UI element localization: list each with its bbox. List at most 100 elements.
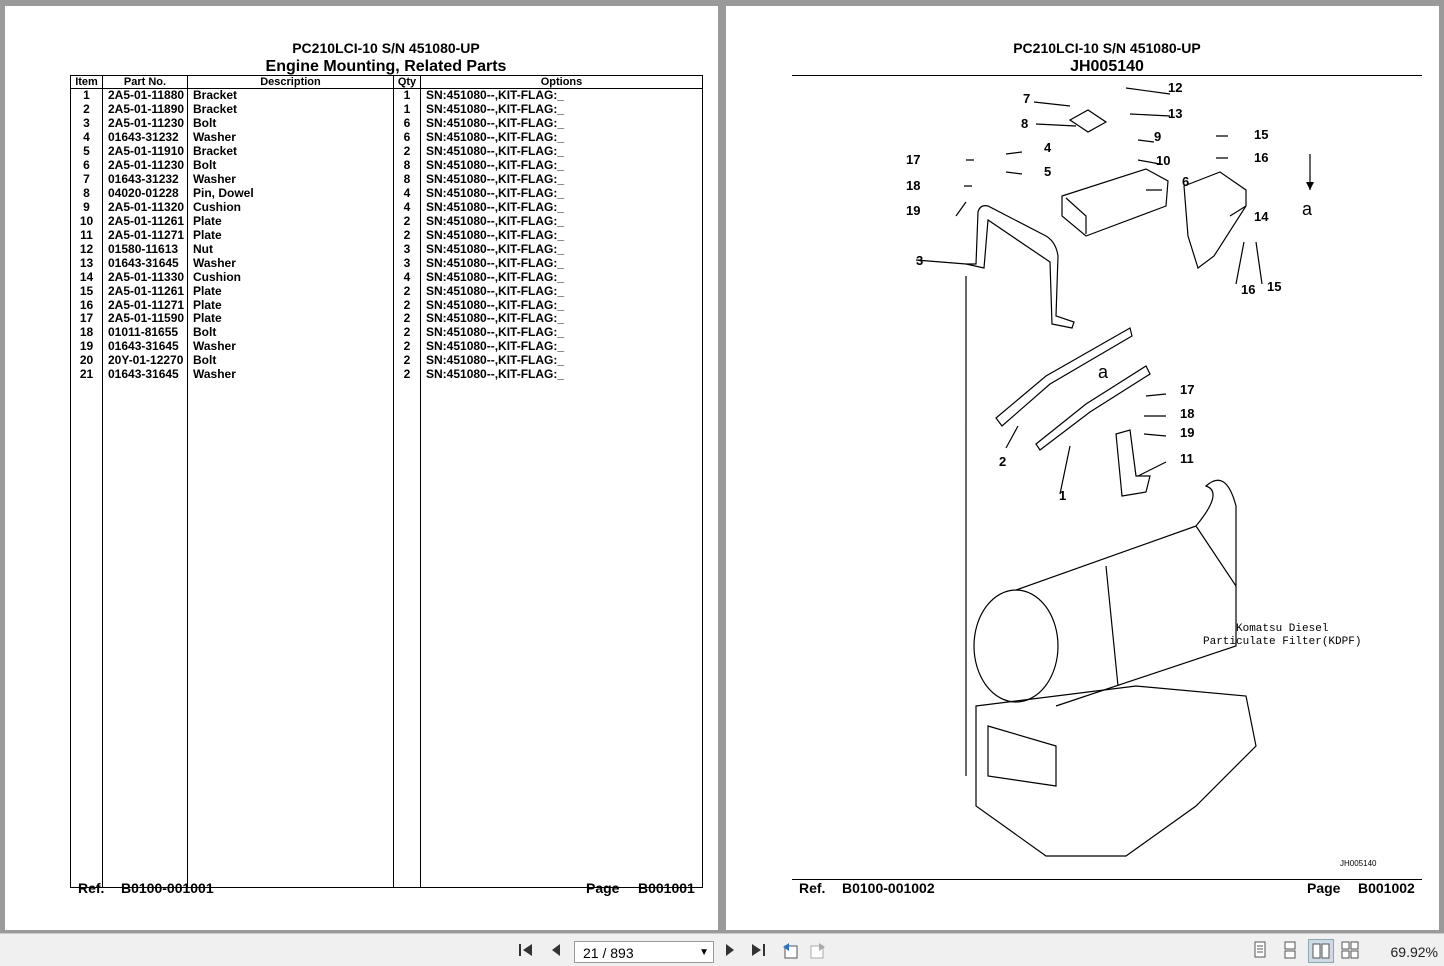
cell-options: SN:451080--,KIT-FLAG:_	[420, 270, 703, 285]
cell-description: Cushion	[187, 200, 394, 215]
cell-item-number: 13	[70, 256, 103, 271]
col-header-part-no: Part No.	[102, 75, 188, 89]
cell-description: Pin, Dowel	[187, 186, 394, 201]
callout-17: 17	[906, 152, 920, 167]
cell-part-number: 01643-31232	[102, 172, 188, 187]
footer-divider	[792, 879, 1422, 880]
cell-quantity: 6	[393, 130, 421, 145]
cell-part-number: 2A5-01-11330	[102, 270, 188, 285]
cell-part-number: 01011-81655	[102, 325, 188, 340]
cell-part-number: 01643-31645	[102, 339, 188, 354]
cell-description: Plate	[187, 312, 394, 326]
single-page-icon	[1254, 941, 1266, 958]
cell-description: Plate	[187, 298, 394, 312]
cell-options: SN:451080--,KIT-FLAG:_	[420, 116, 703, 131]
cell-item-number: 1	[70, 88, 103, 103]
cell-description: Plate	[187, 284, 394, 299]
cell-part-number: 2A5-01-11890	[102, 102, 188, 117]
callout-16b: 16	[1241, 282, 1255, 297]
cell-options: SN:451080--,KIT-FLAG:_	[420, 339, 703, 354]
cell-options: SN:451080--,KIT-FLAG:_	[420, 284, 703, 299]
col-header-description: Description	[187, 75, 394, 89]
continuous-facing-view-button[interactable]	[1340, 940, 1360, 960]
cell-item-number: 12	[70, 242, 103, 257]
chevron-down-icon[interactable]: ▼	[699, 947, 709, 958]
col-header-options: Options	[420, 75, 703, 89]
cell-part-number: 20Y-01-12270	[102, 353, 188, 368]
cell-item-number: 16	[70, 298, 103, 312]
back-view-button[interactable]	[780, 940, 800, 960]
empty-cell	[393, 381, 421, 888]
cell-quantity: 3	[393, 256, 421, 271]
first-page-button[interactable]	[516, 940, 536, 960]
cell-item-number: 17	[70, 312, 103, 326]
cell-part-number: 01643-31232	[102, 130, 188, 145]
right-ref-label: Ref.	[799, 880, 826, 896]
cell-quantity: 6	[393, 116, 421, 131]
cell-options: SN:451080--,KIT-FLAG:_	[420, 256, 703, 271]
continuous-view-button[interactable]	[1280, 940, 1300, 960]
cell-options: SN:451080--,KIT-FLAG:_	[420, 144, 703, 159]
callout-10: 10	[1156, 153, 1170, 168]
cell-description: Plate	[187, 214, 394, 229]
single-page-view-button[interactable]	[1250, 940, 1270, 960]
cell-item-number: 3	[70, 116, 103, 131]
cell-part-number: 2A5-01-11271	[102, 298, 188, 312]
callout-16: 16	[1254, 150, 1268, 165]
callout-13: 13	[1168, 106, 1182, 121]
right-page-model-title: PC210LCI-10 S/N 451080-UP	[1013, 40, 1201, 56]
cell-quantity: 2	[393, 228, 421, 243]
callout-3: 3	[916, 253, 923, 268]
cell-description: Washer	[187, 339, 394, 354]
callout-1: 1	[1059, 488, 1066, 503]
callout-14: 14	[1254, 209, 1269, 224]
back-view-icon	[783, 943, 798, 959]
page-number-input[interactable]: 21 / 893 ▼	[574, 941, 714, 963]
exploded-parts-diagram: 7 8 17 18 19 3 4 5 12 13 9 10 6 15 16 14…	[906, 80, 1377, 868]
previous-page-button[interactable]	[546, 940, 566, 960]
last-page-button[interactable]	[748, 940, 768, 960]
cell-quantity: 2	[393, 325, 421, 340]
cell-description: Bolt	[187, 353, 394, 368]
cell-description: Nut	[187, 242, 394, 257]
facing-view-button[interactable]	[1308, 939, 1334, 963]
cell-description: Washer	[187, 256, 394, 271]
cell-item-number: 21	[70, 367, 103, 382]
zoom-level[interactable]: 69.92%	[1390, 944, 1438, 960]
cell-options: SN:451080--,KIT-FLAG:_	[420, 298, 703, 312]
cell-options: SN:451080--,KIT-FLAG:_	[420, 325, 703, 340]
left-ref-label: Ref.	[78, 880, 105, 896]
left-page-model-title: PC210LCI-10 S/N 451080-UP	[292, 40, 480, 56]
figure-code: JH005140	[1340, 859, 1377, 868]
cell-options: SN:451080--,KIT-FLAG:_	[420, 353, 703, 368]
next-page-button[interactable]	[720, 940, 740, 960]
callout-6: 6	[1182, 174, 1189, 189]
callout-17b: 17	[1180, 382, 1194, 397]
cell-description: Bolt	[187, 158, 394, 173]
first-page-icon	[519, 944, 532, 956]
cell-description: Washer	[187, 172, 394, 187]
callout-4: 4	[1044, 140, 1052, 155]
cell-item-number: 8	[70, 186, 103, 201]
right-page-figure-title: JH005140	[1070, 58, 1144, 75]
right-page-label: Page	[1307, 880, 1341, 896]
cell-quantity: 4	[393, 186, 421, 201]
cell-part-number: 01580-11613	[102, 242, 188, 257]
callout-a: a	[1302, 199, 1313, 219]
forward-view-button[interactable]	[808, 940, 828, 960]
cell-options: SN:451080--,KIT-FLAG:_	[420, 200, 703, 215]
cell-description: Bolt	[187, 116, 394, 131]
cell-quantity: 2	[393, 367, 421, 382]
